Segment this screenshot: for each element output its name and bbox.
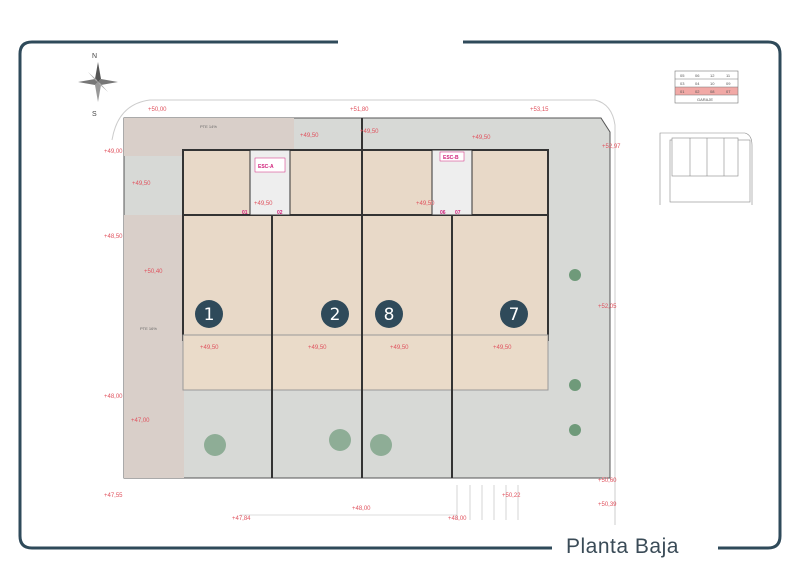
stair-tag-b	[439, 151, 465, 162]
ramp-paving-left	[124, 215, 184, 478]
svg-text:03: 03	[680, 81, 685, 86]
svg-text:05: 05	[680, 73, 685, 78]
svg-text:2: 2	[330, 305, 341, 325]
svg-text:+49,50: +49,50	[200, 345, 219, 351]
svg-text:+49,00: +49,00	[104, 149, 123, 155]
door-tag-01: 01	[242, 210, 248, 216]
svg-text:+48,50: +48,50	[104, 234, 123, 240]
svg-text:10: 10	[710, 81, 715, 86]
site-boundary	[111, 99, 616, 525]
svg-text:09: 09	[726, 81, 731, 86]
door-tag-02: 02	[277, 210, 283, 216]
unit-badge-1: 1	[195, 300, 223, 328]
svg-text:+49,50: +49,50	[300, 133, 319, 139]
svg-text:GARAJE: GARAJE	[697, 97, 713, 102]
unit-badge-8: 8	[375, 300, 403, 328]
svg-text:+50,00: +50,00	[148, 107, 167, 113]
ramp-label-left: PTE 16%	[140, 326, 157, 331]
frame	[18, 40, 782, 550]
ramp-label-top: PTE 14%	[200, 124, 217, 129]
level-annotations: +50,00 +51,80 +53,15 +49,00 +52,97 +49,5…	[104, 107, 621, 522]
svg-text:+50,39: +50,39	[598, 502, 617, 508]
compass-icon: N S	[78, 53, 118, 118]
svg-text:+47,84: +47,84	[232, 516, 251, 522]
svg-text:+49,50: +49,50	[472, 135, 491, 141]
svg-text:+47,00: +47,00	[131, 418, 150, 424]
svg-text:07: 07	[726, 89, 731, 94]
door-tag-06: 06	[440, 210, 446, 216]
svg-text:11: 11	[726, 73, 731, 78]
unit-badge-2: 2	[321, 300, 349, 328]
svg-text:+52,97: +52,97	[602, 144, 621, 150]
stair-label-a: ESC-A	[258, 164, 274, 170]
key-plan-section: 05 06 12 11 03 04 10 09 01 02 08 07 GARAJE	[674, 70, 739, 104]
stair-tag-a	[254, 157, 286, 173]
stair-label-b: ESC-B	[443, 155, 459, 161]
svg-text:+48,00: +48,00	[448, 516, 467, 522]
svg-text:+50,22: +50,22	[502, 493, 521, 499]
svg-text:02: 02	[695, 89, 700, 94]
compass-south: S	[92, 111, 97, 118]
key-plan-site	[659, 132, 753, 205]
svg-text:+47,55: +47,55	[104, 493, 123, 499]
svg-text:+49,50: +49,50	[390, 345, 409, 351]
svg-text:+48,00: +48,00	[104, 394, 123, 400]
building	[182, 149, 549, 341]
unit-badge-7: 7	[500, 300, 528, 328]
page-title: Planta Baja	[566, 535, 679, 558]
svg-text:+51,80: +51,80	[350, 107, 369, 113]
svg-text:+50,60: +50,60	[598, 478, 617, 484]
svg-text:04: 04	[695, 81, 700, 86]
svg-text:+53,15: +53,15	[530, 107, 549, 113]
svg-text:+49,50: +49,50	[132, 181, 151, 187]
tree-icons	[204, 269, 581, 456]
compass-north: N	[92, 53, 97, 60]
svg-text:+52,05: +52,05	[598, 304, 617, 310]
door-tag-07: 07	[455, 210, 461, 216]
svg-text:1: 1	[204, 305, 215, 325]
svg-text:+49,50: +49,50	[360, 129, 379, 135]
svg-text:+50,40: +50,40	[144, 269, 163, 275]
svg-text:06: 06	[695, 73, 700, 78]
svg-text:+49,50: +49,50	[254, 201, 273, 207]
svg-text:+48,00: +48,00	[352, 506, 371, 512]
svg-text:08: 08	[710, 89, 715, 94]
svg-text:8: 8	[384, 305, 395, 325]
svg-text:+49,50: +49,50	[493, 345, 512, 351]
svg-text:+49,50: +49,50	[308, 345, 327, 351]
svg-text:+49,50: +49,50	[416, 201, 435, 207]
svg-text:12: 12	[710, 73, 715, 78]
entrance-stairs	[240, 485, 519, 520]
terraces	[182, 334, 549, 391]
svg-text:01: 01	[680, 89, 685, 94]
svg-text:7: 7	[509, 305, 520, 325]
